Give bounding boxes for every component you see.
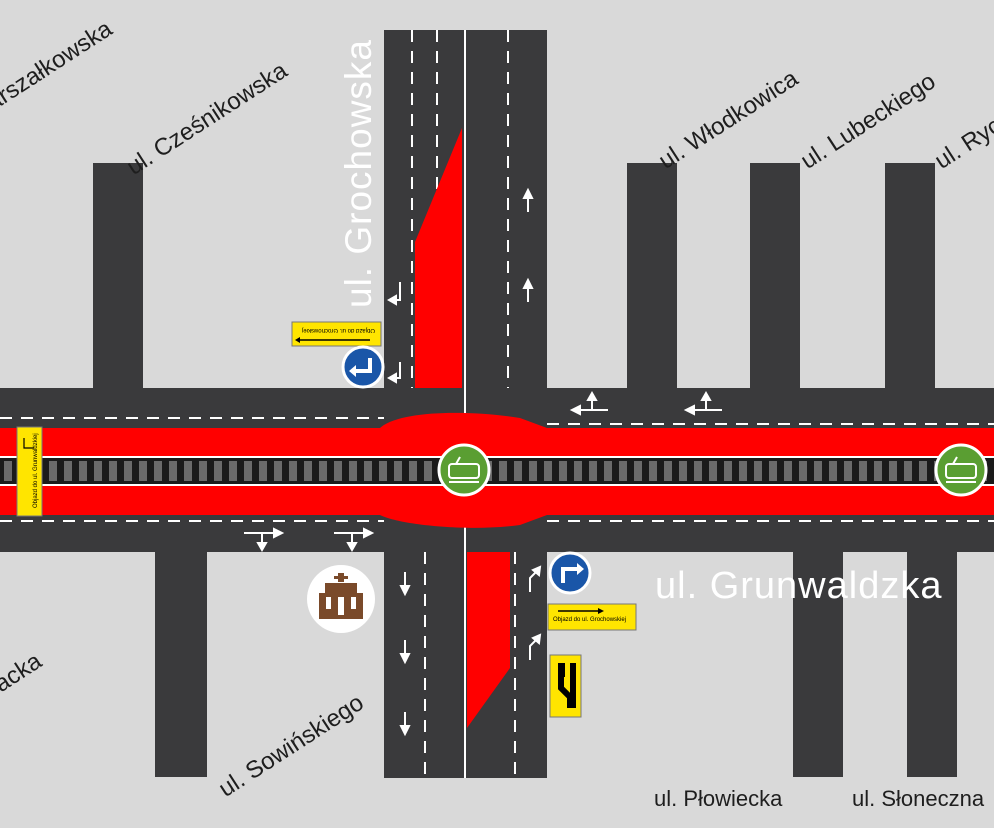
side-street-lubeckiego <box>750 163 800 393</box>
tram-icon <box>934 443 988 497</box>
detour-sign-grunwaldzka-text: Objazd do ul. Grochowskiej <box>553 617 627 623</box>
detour-sign-vertical <box>16 426 43 517</box>
detour-sign-grochowska-text: Objazd do ul. Grochowskiej <box>301 327 375 333</box>
turn-left-mandatory-icon <box>341 345 385 389</box>
street-label-grochowska: ul. Grochowska <box>338 39 379 308</box>
church-icon <box>307 565 375 633</box>
side-street-czesnikowska <box>93 163 143 393</box>
lane-change-warning-icon <box>549 654 582 718</box>
street-label-sloneczna: ul. Słoneczna <box>852 786 985 811</box>
tram-track <box>0 457 994 485</box>
horizontal-lane-markings <box>0 417 994 522</box>
detour-sign-grunwaldzka <box>547 603 637 631</box>
side-street-wlodkowica <box>627 163 677 393</box>
street-label-plowiecka: ul. Płowiecka <box>654 786 783 811</box>
side-street-plowiecka <box>793 545 843 777</box>
detour-sign-vertical-text: Objazd do ul. Grunwaldzkiej <box>33 433 39 508</box>
street-label-grunwaldzka: ul. Grunwaldzka <box>655 565 943 607</box>
side-street-rycerska <box>885 163 935 393</box>
side-street-sloneczna <box>907 545 957 777</box>
tram-icon <box>437 443 491 497</box>
vertical-lane-markings <box>411 30 516 778</box>
detour-sign-grochowska <box>291 321 382 347</box>
side-street-sowinskiego <box>155 545 207 777</box>
lane-arrows <box>244 187 722 737</box>
turn-right-mandatory-icon <box>548 551 592 595</box>
